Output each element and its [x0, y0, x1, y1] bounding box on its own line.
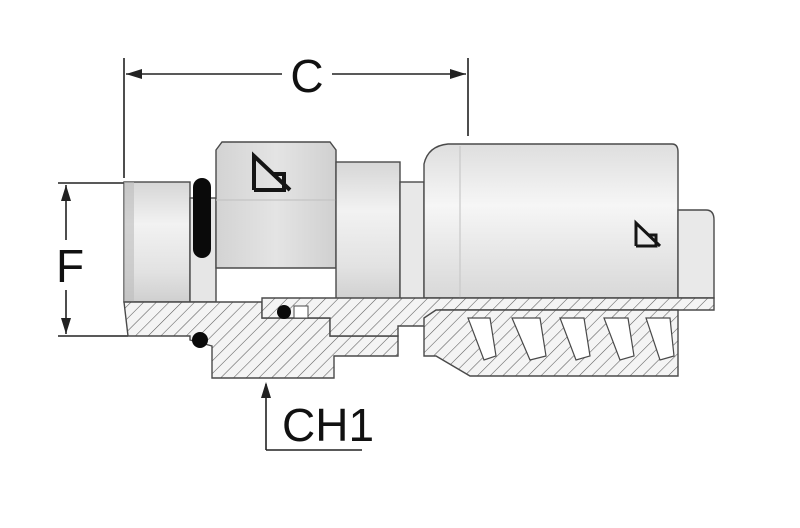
- ferrule-crimp-section: [423, 309, 679, 377]
- fitting-exterior: [123, 141, 715, 303]
- dimension-ch1-label: CH1: [282, 399, 374, 451]
- triangle-g-logo-icon: [252, 151, 292, 192]
- body-neck: [399, 181, 425, 301]
- dimension-ch1: CH1: [261, 382, 374, 451]
- hex-nut: [215, 141, 337, 269]
- dimension-f: F: [56, 182, 128, 337]
- o-ring-section-bottom: [192, 332, 208, 348]
- backup-ring-section: [293, 305, 309, 319]
- ferrule-socket: [423, 143, 679, 299]
- hose-tail: [677, 209, 715, 299]
- dimension-c: C: [123, 50, 469, 178]
- ch1-arrowhead: [261, 382, 271, 398]
- c-arrowhead-left: [126, 69, 142, 79]
- dimension-c-label: C: [290, 50, 323, 102]
- triangle-g-logo-icon: [634, 219, 662, 248]
- dimension-f-label: F: [56, 240, 84, 292]
- crimp-teeth: [467, 317, 675, 361]
- thread-stud-edge: [124, 182, 134, 302]
- o-ring-upper: [193, 178, 211, 258]
- body-shoulder: [335, 161, 401, 303]
- c-arrowhead-right: [450, 69, 466, 79]
- f-arrowhead-top: [61, 185, 71, 201]
- f-arrowhead-bottom: [61, 318, 71, 334]
- o-ring-section-stem: [277, 305, 291, 319]
- fitting-section: [123, 297, 715, 379]
